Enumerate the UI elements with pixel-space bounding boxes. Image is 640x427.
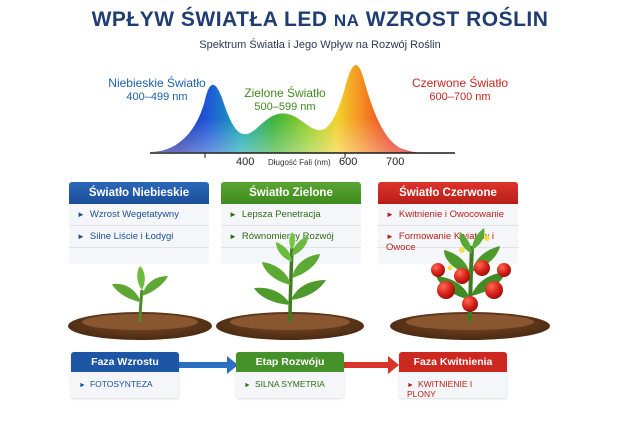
phase-development: Etap Rozwóju ►SILNA SYMETRIA bbox=[236, 352, 344, 398]
spectrum-chart bbox=[150, 65, 455, 158]
bullet-icon: ► bbox=[229, 232, 237, 241]
axis-label: Długość Fali (nm) bbox=[268, 158, 331, 167]
phase-growth: Faza Wzrostu ►FOTOSYNTEZA bbox=[71, 352, 179, 398]
green-light-label: Zielone Światło 500–599 nm bbox=[225, 86, 345, 114]
arrow-right-icon bbox=[344, 356, 399, 374]
red-light-name: Czerwone Światło bbox=[411, 76, 509, 90]
phase-item: ►KWITNIENIE I PLONY bbox=[407, 379, 473, 398]
tick-label: 400 bbox=[236, 156, 255, 168]
panel-title: Światło Niebieskie bbox=[69, 182, 209, 204]
phase-item: ►FOTOSYNTEZA bbox=[79, 379, 153, 389]
young-plant-icon bbox=[216, 232, 364, 340]
green-light-name: Zielone Światło bbox=[244, 86, 326, 100]
bullet-icon: ► bbox=[386, 210, 394, 219]
blue-light-name: Niebieskie Światło bbox=[108, 76, 206, 90]
title-part-2: NA bbox=[333, 11, 360, 30]
title-part-3: WZROST ROŚLIN bbox=[365, 8, 549, 31]
bullet-icon: ► bbox=[79, 382, 86, 389]
panel-item: ►Silne Liście i Łodygi bbox=[69, 226, 209, 248]
phase-title: Faza Wzrostu bbox=[71, 352, 179, 372]
panel-title: Światło Czerwone bbox=[378, 182, 518, 204]
phase-flowering: Faza Kwitnienia ►KWITNIENIE I PLONY bbox=[399, 352, 507, 398]
panel-item: ►Wzrost Wegetatywny bbox=[69, 204, 209, 226]
phase-item: ►SILNA SYMETRIA bbox=[244, 379, 325, 389]
red-light-label: Czerwone Światło 600–700 nm bbox=[395, 76, 525, 104]
bullet-icon: ► bbox=[77, 232, 85, 241]
bullet-icon: ► bbox=[244, 382, 251, 389]
arrow-right-icon bbox=[179, 356, 238, 374]
panel-blue-light: Światło Niebieskie ►Wzrost Wegetatywny ►… bbox=[69, 182, 209, 264]
page-subtitle: Spektrum Światła i Jego Wpływ na Rozwój … bbox=[199, 39, 441, 51]
green-light-range: 500–599 nm bbox=[254, 101, 316, 113]
bullet-icon: ► bbox=[229, 210, 237, 219]
panel-item: ►Formowanie Kwiatów i Owoce bbox=[378, 226, 518, 253]
page-title: WPŁYW ŚWIATŁA LED NA WZROST ROŚLIN bbox=[0, 8, 640, 32]
seedling-plant-icon bbox=[68, 266, 212, 340]
tomato-plant-icon bbox=[390, 228, 550, 340]
title-part-1: WPŁYW ŚWIATŁA LED bbox=[91, 8, 328, 31]
blue-light-range: 400–499 nm bbox=[126, 91, 188, 103]
phase-title: Faza Kwitnienia bbox=[399, 352, 507, 372]
flower-icon bbox=[447, 235, 490, 271]
panel-item: ►Kwitnienie i Owocowanie bbox=[378, 204, 518, 226]
bullet-icon: ► bbox=[77, 210, 85, 219]
tomato-fruit-icon bbox=[431, 260, 511, 312]
blue-light-label: Niebieskie Światło 400–499 nm bbox=[92, 76, 222, 104]
bullet-icon: ► bbox=[407, 382, 414, 389]
bullet-icon: ► bbox=[386, 232, 394, 241]
tick-label: 700 bbox=[386, 156, 405, 168]
red-light-range: 600–700 nm bbox=[429, 91, 491, 103]
panel-title: Światło Zielone bbox=[221, 182, 361, 204]
panel-item: ►Lepsza Penetracja bbox=[221, 204, 361, 226]
tick-label: 600 bbox=[339, 156, 358, 168]
phase-title: Etap Rozwóju bbox=[236, 352, 344, 372]
